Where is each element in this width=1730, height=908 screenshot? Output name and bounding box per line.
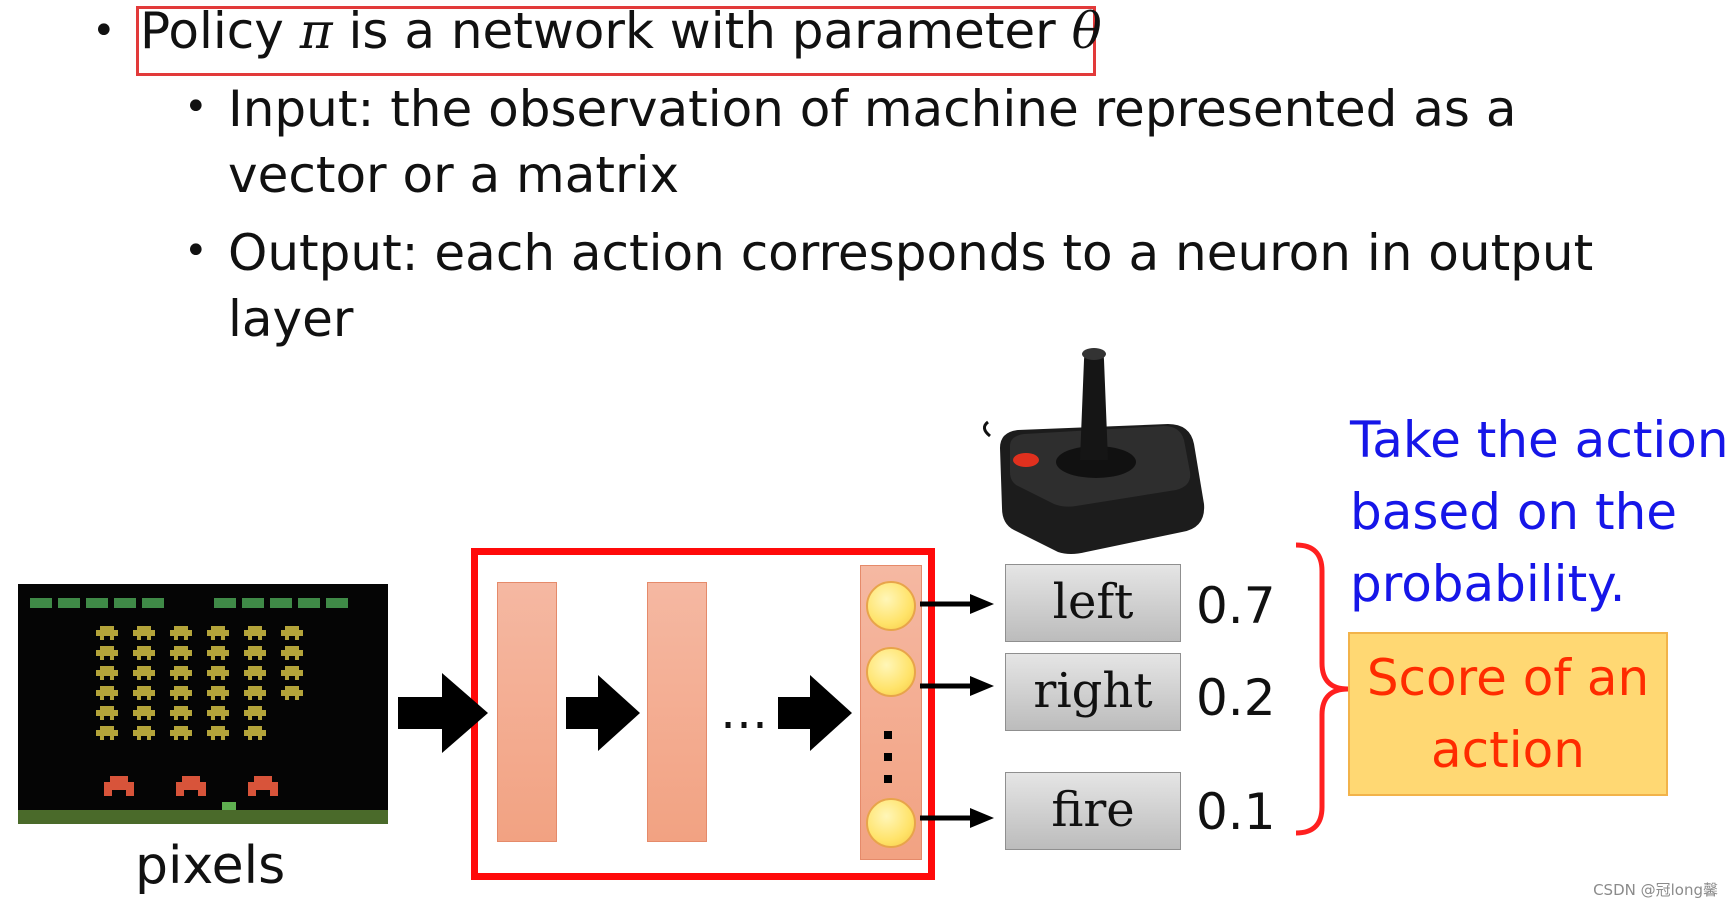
input-arrow (398, 673, 488, 753)
score-box: Score of an action (1348, 632, 1668, 796)
alien-sprite (170, 706, 192, 720)
alien-sprite (207, 706, 229, 720)
probability-right: 0.2 (1196, 669, 1276, 727)
alien-sprite (170, 626, 192, 640)
action-box-left: left (1005, 564, 1181, 642)
alien-sprite (281, 626, 303, 640)
joystick-icon (983, 348, 1205, 554)
action-box-fire: fire (1005, 772, 1181, 850)
bullet-dot: • (92, 8, 116, 54)
game-pixels-art (18, 584, 388, 824)
alien-sprite (281, 686, 303, 700)
alien-sprite (244, 726, 266, 740)
alien-sprite (170, 666, 192, 680)
alien-sprite (96, 726, 118, 740)
output-neuron-fire (866, 798, 916, 848)
layers-ellipsis: … (720, 684, 768, 740)
action-note: Take the action based on the probability… (1350, 404, 1730, 620)
alien-sprite (207, 666, 229, 680)
pi-symbol: π (299, 2, 333, 60)
alien-sprite (133, 646, 155, 660)
alien-sprite (244, 646, 266, 660)
watermark: CSDN @冠long馨 (1593, 881, 1718, 899)
alien-sprite (133, 706, 155, 720)
action-box-right: right (1005, 653, 1181, 731)
alien-sprite (244, 626, 266, 640)
alien-sprite (207, 646, 229, 660)
alien-sprite (96, 666, 118, 680)
policy-prefix: Policy (140, 2, 300, 60)
hidden-layer-2 (647, 582, 707, 842)
alien-sprite (96, 686, 118, 700)
alien-sprite (244, 706, 266, 720)
note-line-2: based on the (1350, 483, 1678, 541)
policy-middle: is a network with parameter (332, 2, 1072, 60)
probability-fire: 0.1 (1196, 783, 1276, 841)
alien-sprite (96, 626, 118, 640)
neuron-ellipsis-dot (884, 775, 892, 783)
alien-sprite (207, 726, 229, 740)
alien-sprite (133, 686, 155, 700)
output-neuron-left (866, 581, 916, 631)
policy-bullet: Policy π is a network with parameter θ (140, 0, 1102, 62)
alien-sprite (244, 666, 266, 680)
alien-sprite (96, 706, 118, 720)
hidden-layer-1 (497, 582, 557, 842)
alien-sprite (281, 646, 303, 660)
bullet-dot: • (184, 84, 208, 130)
output-line-2: layer (228, 290, 354, 348)
output-neuron-right (866, 647, 916, 697)
layer-arrow-1 (566, 675, 640, 751)
game-screen-image (18, 584, 388, 824)
alien-sprite (207, 686, 229, 700)
neuron-ellipsis-dot (884, 753, 892, 761)
pixels-caption: pixels (135, 836, 286, 896)
theta-symbol: θ (1071, 2, 1102, 60)
alien-sprite (281, 666, 303, 680)
input-line-2: vector or a matrix (228, 146, 680, 204)
layer-arrow-2 (778, 675, 852, 751)
right-curly-brace (1295, 542, 1349, 836)
alien-sprite (96, 646, 118, 660)
alien-sprite (170, 726, 192, 740)
alien-sprite (133, 626, 155, 640)
score-line-1: Score of an (1366, 649, 1650, 707)
input-line-1: Input: the observation of machine repres… (228, 80, 1517, 138)
output-line-1: Output: each action corresponds to a neu… (228, 224, 1594, 282)
alien-sprite (207, 626, 229, 640)
alien-sprite (133, 666, 155, 680)
alien-sprite (170, 646, 192, 660)
score-line-2: action (1431, 721, 1585, 779)
neuron-ellipsis-dot (884, 731, 892, 739)
note-line-3: probability. (1350, 555, 1626, 613)
probability-left: 0.7 (1196, 577, 1276, 635)
alien-sprite (170, 686, 192, 700)
alien-sprite (133, 726, 155, 740)
highlight-box (136, 6, 1096, 76)
note-line-1: Take the action (1350, 411, 1729, 469)
bullet-dot: • (184, 228, 208, 274)
alien-sprite (244, 686, 266, 700)
